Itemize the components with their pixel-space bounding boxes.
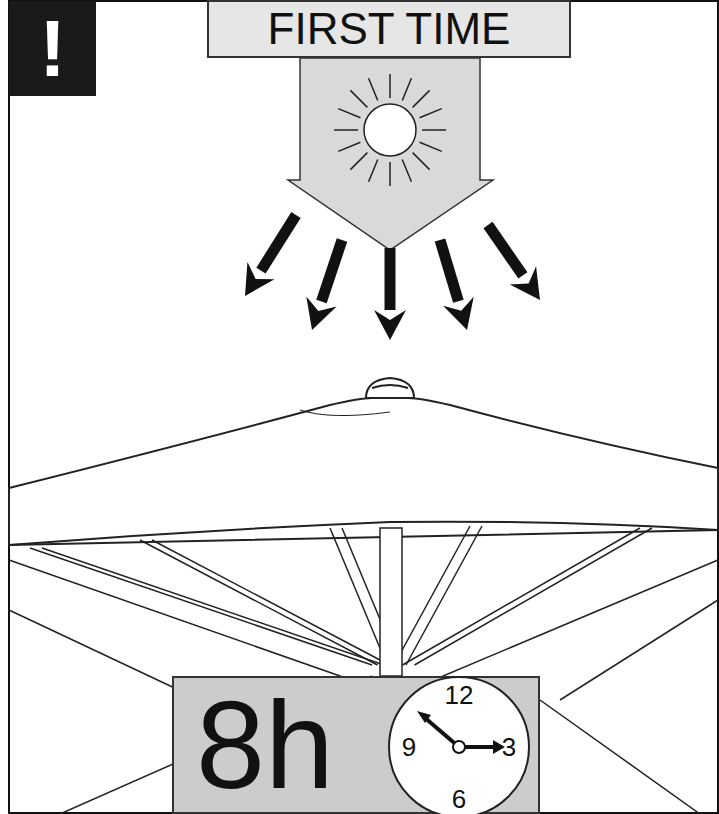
ray-arrow-shaft: [321, 240, 342, 302]
clock-face: 12 9 3 6: [387, 675, 531, 814]
frame: [9, 1, 718, 813]
sun-ray: [338, 142, 360, 151]
sun-ray: [369, 78, 378, 100]
umbrella-ribs: [9, 526, 718, 814]
umbrella-strut: [140, 540, 378, 665]
sun-ray: [338, 109, 360, 118]
sun-ray: [334, 129, 358, 131]
umbrella-strut: [152, 540, 390, 665]
sun-ray: [350, 90, 367, 107]
clock-number: 3: [502, 734, 516, 760]
umbrella-rib: [410, 560, 718, 690]
umbrella-rib: [560, 600, 718, 700]
clock-number: 6: [452, 786, 466, 812]
sun-ray: [402, 160, 411, 182]
umbrella-rib: [540, 700, 700, 814]
hour-hand-tip: [417, 711, 431, 723]
sun-ray: [389, 74, 391, 98]
clock-circle: [389, 677, 529, 814]
sun-ray: [413, 90, 430, 107]
ray-arrow-head: [443, 297, 474, 330]
title-text: FIRST TIME: [268, 7, 511, 51]
ray-arrow-shaft: [488, 225, 523, 275]
sun-arrow: [288, 58, 493, 250]
umbrella-strut: [415, 528, 653, 665]
sun-ray: [350, 153, 367, 170]
umbrella-rib: [60, 676, 372, 814]
sun-ray: [422, 129, 446, 131]
umbrella-strut: [406, 526, 482, 665]
umbrella-strut: [330, 528, 387, 665]
sun-ray: [389, 162, 391, 186]
sun-ray: [369, 160, 378, 182]
umbrella-strut: [42, 548, 384, 665]
sun-ray: [420, 109, 442, 118]
clock-number: 12: [445, 682, 474, 708]
ray-arrow-shaft: [261, 215, 296, 271]
sun-ray: [413, 153, 430, 170]
umbrella-strut: [394, 526, 470, 665]
ray-arrows: [245, 215, 540, 340]
duration-text: 8h: [196, 683, 334, 807]
ray-arrow-shaft: [385, 248, 396, 310]
umbrella-rib: [9, 560, 380, 690]
ray-arrow-head: [306, 296, 336, 330]
ray-arrow-head: [245, 262, 275, 296]
ray-arrow-shaft: [440, 240, 458, 301]
sun-ray: [420, 142, 442, 151]
clock-number: 9: [402, 734, 416, 760]
ray-arrow-head: [374, 310, 406, 340]
sun-symbol: [334, 74, 446, 186]
umbrella-pole: [380, 528, 402, 676]
duration-box: 8h 12 9 3 6: [172, 676, 540, 814]
sun-ray: [402, 78, 411, 100]
warning-badge: !: [9, 1, 96, 96]
umbrella-strut: [403, 528, 641, 665]
clock-pivot: [453, 741, 465, 753]
title-box: FIRST TIME: [207, 0, 571, 58]
umbrella: [9, 378, 718, 545]
ray-arrow-head: [510, 266, 540, 300]
warning-mark: !: [39, 9, 66, 89]
